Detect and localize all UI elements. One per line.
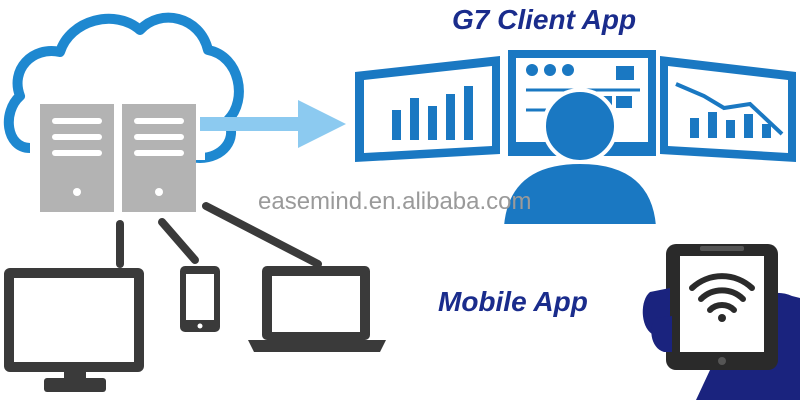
arrow-right-icon bbox=[200, 100, 346, 148]
monitor-icon bbox=[355, 50, 796, 162]
laptop-icon bbox=[248, 266, 386, 352]
client-app-label: G7 Client App bbox=[452, 4, 637, 35]
connector-lines bbox=[116, 202, 322, 268]
wifi-icon bbox=[689, 273, 755, 322]
server-icon bbox=[40, 104, 196, 212]
mobile-app-label: Mobile App bbox=[438, 286, 588, 317]
phone-icon bbox=[180, 266, 220, 332]
hand-phone-icon bbox=[642, 244, 800, 400]
watermark-text: easemind.en.alibaba.com bbox=[258, 188, 532, 215]
desktop-icon bbox=[4, 268, 144, 392]
user-icon bbox=[499, 88, 661, 228]
